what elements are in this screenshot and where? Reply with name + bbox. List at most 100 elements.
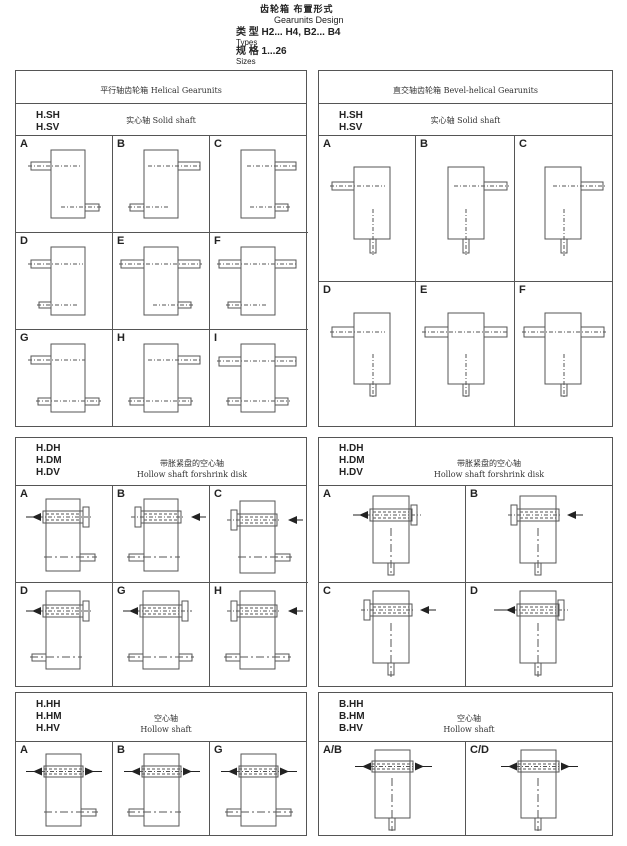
subtitle-bar: H.DH H.DM H.DV 带胀紧盘的空心轴 Hollow shaft for… [319,438,612,486]
arrow-icon [420,606,429,614]
gearbox-diagram-icon [494,590,568,677]
gearbox-diagram-icon [28,246,86,316]
arrangement-cell-b: B [416,136,515,282]
gearbox-diagram-icon [330,312,391,398]
arrow-icon [32,607,41,615]
arrow-icon [131,767,140,776]
panel-helical-shrink-disk: H.DH H.DM H.DV 带胀紧盘的空心轴 Hollow shaft for… [15,437,308,687]
gearbox-diagram-icon [353,495,421,576]
arrow-icon [359,511,368,519]
arrangement-cell-g: G [210,742,308,835]
arrangement-cell-d: D [319,282,416,426]
section-title: 直交轴齿轮箱 Bevel-helical Gearunits [393,86,538,95]
arrow-icon [191,513,200,521]
model-codes: H.DH H.DM H.DV [339,443,365,478]
gearbox-diagram-icon [221,753,297,827]
arrow-icon [280,767,289,776]
gearbox-diagram-icon [240,149,298,219]
arrangement-cell-i: I [210,330,308,426]
arrangement-cell-a: A [319,486,466,583]
arrow-icon [32,513,41,521]
arrangement-cell-a: A [16,486,113,583]
arrangement-cell-d: D [16,233,113,330]
arrow-icon [228,767,237,776]
arrangement-cell-e: E [113,233,210,330]
subtitle: 带胀紧盘的空心轴 Hollow shaft forshrink disk [433,459,545,479]
subtitle: 实心轴 Solid shaft [430,116,501,125]
subtitle: 带胀紧盘的空心轴 Hollow shaft forshrink disk [136,459,248,479]
gearbox-diagram-icon [123,590,194,670]
arrow-icon [506,606,515,614]
subtitle: 空心轴 Hollow shaft [443,714,495,734]
arrow-icon [567,511,576,519]
arrangement-cell-d: D [466,583,612,686]
arrangement-cell-d: D [16,583,113,686]
gearbox-diagram-icon [544,166,605,256]
arrow-icon [362,762,371,771]
types-line: 类 型 H2... H4, B2... B4 [236,27,341,38]
gearbox-diagram-icon [26,590,93,670]
model-codes: B.HH B.HM B.HV [339,699,365,734]
arrangement-cell-c: C [210,486,308,583]
arrangement-cell-h: H [210,583,308,686]
arrangement-cell-c-d: C/D [466,742,612,835]
gearbox-diagram-icon [224,590,303,670]
arrangement-cell-g: G [16,330,113,426]
subtitle-bar: B.HH B.HM B.HV 空心轴 Hollow shaft [319,693,612,742]
subtitle-bar: H.SH H.SV 实心轴 Solid shaft [16,104,306,136]
sizes-line: 规 格 1...26 [236,46,287,57]
gearbox-diagram-icon [127,498,206,572]
panel-bevel-solid-shaft: 直交轴齿轮箱 Bevel-helical Gearunits H.SH H.SV… [318,70,613,427]
gearbox-diagram-icon [508,495,583,576]
section-title-bar: 平行轴齿轮箱 Helical Gearunits [16,71,306,104]
title-en: Gearunits Design [274,15,344,25]
arrangement-cell-a: A [16,742,113,835]
model-codes: H.SH H.SV [36,110,60,133]
panel-bevel-shrink-disk: H.DH H.DM H.DV 带胀紧盘的空心轴 Hollow shaft for… [318,437,613,687]
subtitle-bar: H.SH H.SV 实心轴 Solid shaft [319,104,612,136]
arrow-icon [288,607,297,615]
gearbox-diagram-icon [330,166,391,255]
subtitle: 空心轴 Hollow shaft [140,714,192,734]
subtitle-bar: H.HH H.HM H.HV 空心轴 Hollow shaft [16,693,306,742]
panel-helical-hollow-shaft: H.HH H.HM H.HV 空心轴 Hollow shaft A B [15,692,307,836]
gearbox-diagram-icon [227,500,303,574]
gearbox-diagram-icon [128,149,202,219]
arrangement-cell-c: C [210,136,308,233]
section-title: 平行轴齿轮箱 Helical Gearunits [100,86,222,95]
panel-helical-solid-shaft: 平行轴齿轮箱 Helical Gearunits H.SH H.SV 实心轴 S… [15,70,308,427]
arrow-icon [415,762,424,771]
arrangement-cell-b: B [113,136,210,233]
gearbox-diagram-icon [26,753,102,827]
model-codes: H.DH H.DM H.DV [36,443,62,478]
arrow-icon [33,767,42,776]
gearbox-diagram-icon [522,312,606,398]
section-title-bar: 直交轴齿轮箱 Bevel-helical Gearunits [319,71,612,104]
arrow-icon [183,767,192,776]
subtitle: 实心轴 Solid shaft [126,116,196,125]
subtitle-bar: H.DH H.DM H.DV 带胀紧盘的空心轴 Hollow shaft for… [16,438,306,486]
gearbox-diagram-icon [119,246,202,316]
gearbox-diagram-icon [28,343,101,413]
gearbox-diagram-icon [26,498,97,572]
title-cn: 齿轮箱 布置形式 [260,4,334,14]
arrangement-cell-e: E [416,282,515,426]
arrow-icon [508,762,517,771]
gearbox-diagram-icon [355,749,432,831]
arrangement-cell-b: B [113,486,210,583]
arrangement-cell-a: A [319,136,416,282]
gearbox-diagram-icon [217,343,298,413]
arrangement-cell-b: B [113,742,210,835]
sizes-label: Sizes [236,57,256,66]
gearbox-diagram-icon [28,149,101,219]
arrow-icon [85,767,94,776]
arrow-icon [288,516,297,524]
arrangement-cell-a: A [16,136,113,233]
arrow-icon [561,762,570,771]
types-label: Types [236,38,258,47]
arrangement-cell-h: H [113,330,210,426]
gearbox-diagram-icon [217,246,298,316]
arrow-icon [129,607,138,615]
arrangement-cell-f: F [515,282,612,426]
arrangement-cell-f: F [210,233,308,330]
